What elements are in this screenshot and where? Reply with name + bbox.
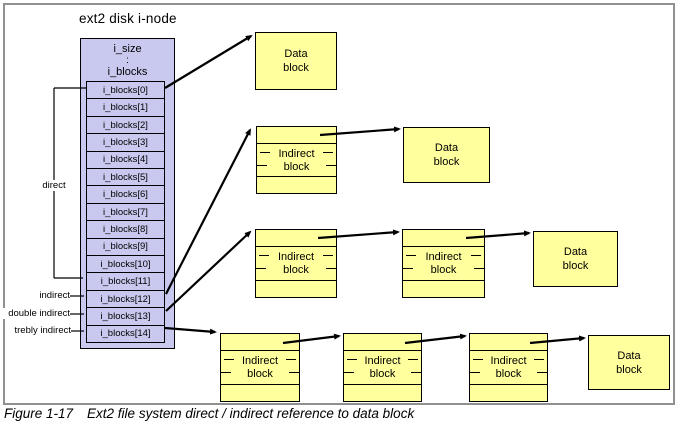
indirect-block-text: Indirect block (364, 355, 401, 380)
figure-number: Figure 1-17 (4, 406, 74, 421)
label-indirect: indirect (8, 290, 70, 301)
entry-tick (326, 268, 336, 269)
divider-line (403, 280, 484, 281)
entry-tick (323, 152, 333, 153)
inode-header: i_size : i_blocks (81, 42, 174, 80)
divider-line (257, 176, 336, 177)
iblocks-entry: i_blocks[13] (86, 307, 165, 326)
entry-tick (224, 359, 234, 360)
figure-caption: Figure 1-17 Ext2 file system direct / ind… (4, 406, 414, 421)
indirect-block: Indirect block (256, 126, 337, 194)
divider-line (470, 384, 547, 385)
ellipsis-dots: : (126, 55, 129, 66)
data-block: Data block (255, 32, 337, 90)
entry-tick (260, 152, 270, 153)
divider-line (344, 384, 421, 385)
iblocks-entry: i_blocks[10] (86, 255, 165, 274)
indirect-block-label: Indirect block (403, 247, 484, 281)
iblocks-entry: i_blocks[7] (86, 202, 165, 222)
entry-tick (259, 255, 269, 256)
iblocks-entry: i_blocks[6] (86, 185, 165, 204)
entry-tick (347, 359, 357, 360)
indirect-block-text: Indirect block (241, 355, 279, 380)
data-block-label: Data block (433, 142, 460, 168)
iblocks-entry: i_blocks[9] (86, 237, 165, 257)
divider-line (470, 350, 547, 351)
iblocks-entry: i_blocks[5] (86, 168, 165, 187)
indirect-block-text: Indirect block (278, 147, 315, 173)
label-trebly-indirect: trebly indirect (5, 325, 71, 336)
entry-tick (474, 268, 484, 269)
iblocks-entry: i_blocks[11] (86, 272, 165, 291)
divider-line (257, 143, 336, 144)
indirect-block: Indirect block (469, 333, 548, 402)
entry-tick (470, 372, 480, 373)
iblocks-entry: i_blocks[14] (86, 324, 165, 344)
entry-tick (344, 372, 354, 373)
iblocks-entry: i_blocks[4] (86, 150, 165, 170)
indirect-block: Indirect block (220, 333, 300, 402)
indirect-block: Indirect block (343, 333, 422, 402)
iblocks-entry: i_blocks[8] (86, 220, 165, 239)
data-block: Data block (533, 231, 618, 287)
entry-tick (286, 359, 296, 360)
divider-line (221, 350, 299, 351)
indirect-block-label: Indirect block (221, 351, 299, 385)
entry-tick (323, 255, 333, 256)
field-i-size: i_size (113, 43, 142, 55)
iblocks-entry: i_blocks[12] (86, 289, 165, 309)
indirect-block-label: Indirect block (470, 351, 547, 385)
entry-tick (471, 255, 481, 256)
divider-line (256, 280, 336, 281)
indirect-block: Indirect block (255, 229, 337, 298)
divider-line (403, 246, 484, 247)
iblocks-entry: i_blocks[2] (86, 115, 165, 135)
inode-title: ext2 disk i-node (79, 11, 177, 26)
entry-tick (473, 359, 483, 360)
entry-tick (406, 255, 416, 256)
data-block: Data block (588, 335, 670, 390)
data-block-label: Data block (616, 349, 642, 376)
data-block-label: Data block (562, 246, 589, 272)
field-i-blocks: i_blocks (107, 66, 148, 78)
entry-tick (257, 165, 267, 166)
indirect-block-label: Indirect block (344, 351, 421, 385)
figure-caption-text: Ext2 file system direct / indirect refer… (87, 406, 415, 421)
entry-tick (326, 165, 336, 166)
entry-tick (411, 372, 421, 373)
iblocks-entry: i_blocks[3] (86, 133, 165, 152)
entry-tick (408, 359, 418, 360)
data-block-label: Data block (283, 48, 309, 74)
entry-tick (289, 372, 299, 373)
entry-tick (256, 268, 266, 269)
indirect-block-label: Indirect block (257, 144, 336, 177)
divider-line (221, 384, 299, 385)
entry-tick (537, 372, 547, 373)
indirect-block-label: Indirect block (256, 247, 336, 281)
label-double-indirect: double indirect (2, 308, 70, 319)
indirect-block-text: Indirect block (490, 355, 527, 380)
data-block: Data block (403, 127, 490, 183)
iblocks-entry: i_blocks[1] (86, 98, 165, 117)
label-direct: direct (37, 180, 71, 191)
divider-line (256, 246, 336, 247)
iblocks-entry: i_blocks[0] (86, 81, 165, 100)
inode-table: i_size : i_blocks i_blocks[0] i_blocks[1… (80, 38, 175, 349)
iblocks-array: i_blocks[0] i_blocks[1] i_blocks[2] i_bl… (86, 81, 165, 344)
entry-tick (221, 372, 231, 373)
divider-line (344, 350, 421, 351)
indirect-block-text: Indirect block (425, 251, 462, 276)
entry-tick (403, 268, 413, 269)
indirect-block-text: Indirect block (277, 251, 315, 276)
entry-tick (534, 359, 544, 360)
indirect-block: Indirect block (402, 229, 485, 298)
